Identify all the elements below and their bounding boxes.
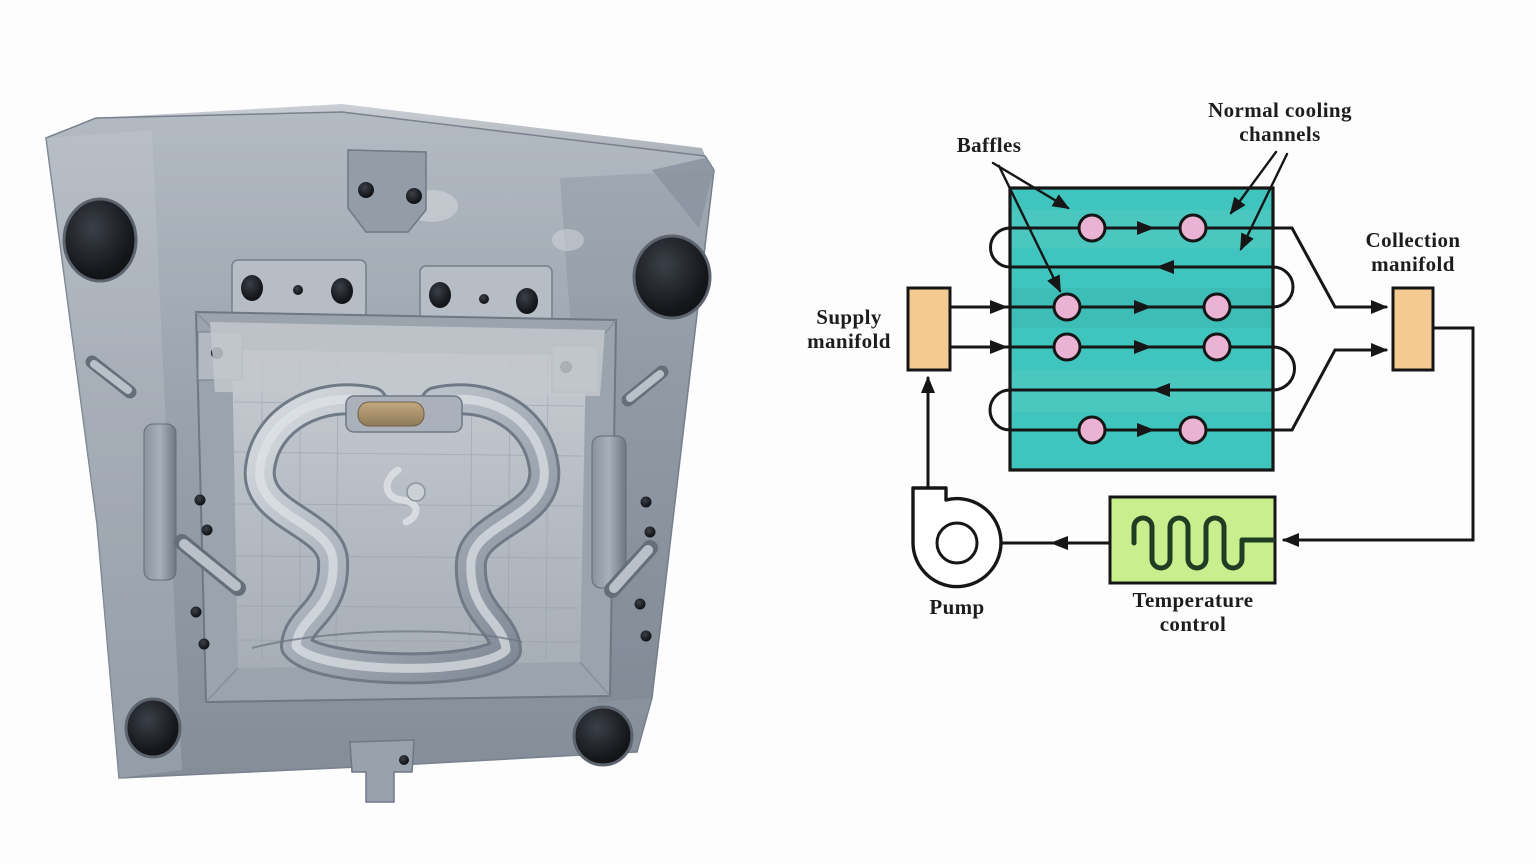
mold-block — [1008, 186, 1275, 472]
normal-cooling-label-line1: Normal cooling — [1208, 98, 1352, 122]
screw — [358, 182, 374, 198]
heater-coil — [1131, 515, 1276, 571]
supply-manifold-box — [906, 286, 952, 372]
runner-curve — [383, 466, 420, 526]
side-rail-right — [591, 435, 627, 589]
screw — [406, 188, 422, 204]
mold-top-face — [96, 104, 706, 158]
annotation-arrows — [991, 150, 1289, 293]
supply-manifold-label-line2: manifold — [807, 329, 891, 353]
upper-band — [210, 322, 605, 396]
baffles-arrow-2 — [997, 164, 1062, 293]
chair-frame-cavity — [243, 383, 561, 685]
bottom-tab-screw — [399, 755, 409, 765]
parting-line — [251, 630, 523, 649]
bottom-tab — [349, 739, 415, 803]
corner-holes — [62, 197, 712, 767]
u-turn-left-bottom — [988, 388, 1012, 432]
clamp-plates — [231, 259, 553, 327]
baffles-label: Baffles — [957, 133, 1022, 157]
u-turn-right-top — [1271, 265, 1295, 309]
channels-arrow-2 — [1239, 152, 1289, 251]
cooling-diagram: Baffles Normal cooling channels Supply m… — [807, 98, 1475, 636]
baffles-arrow-1 — [991, 161, 1070, 210]
light-left — [46, 130, 182, 778]
normal-cooling-label-line2: channels — [1239, 122, 1320, 146]
sprue-tab — [347, 149, 427, 233]
core-pin-bronze — [357, 401, 425, 427]
side-pins — [85, 355, 669, 598]
face-screws — [190, 494, 656, 650]
temperature-control-label-line1: Temperature — [1132, 588, 1253, 612]
channels-arrow-1 — [1229, 150, 1278, 215]
supply-manifold-label-line1: Supply — [816, 305, 882, 329]
pump-symbol — [911, 486, 1003, 589]
collection-manifold-label-line1: Collection — [1366, 228, 1461, 252]
u-turn-left-top — [989, 226, 1012, 269]
u-turn-right-bottom — [1271, 345, 1296, 392]
collection-manifold-label-line2: manifold — [1371, 252, 1455, 276]
return-pipe — [1282, 326, 1475, 547]
collection-manifold-box — [1391, 286, 1435, 372]
corner-chamfer — [652, 158, 714, 228]
runner-pin — [406, 482, 426, 502]
smudge — [552, 229, 584, 251]
temperature-control-label-line2: control — [1160, 612, 1227, 636]
pump-label: Pump — [929, 595, 984, 619]
baffle-circles — [1052, 213, 1232, 445]
side-rail-left — [143, 423, 177, 581]
mold-photo — [45, 104, 715, 803]
